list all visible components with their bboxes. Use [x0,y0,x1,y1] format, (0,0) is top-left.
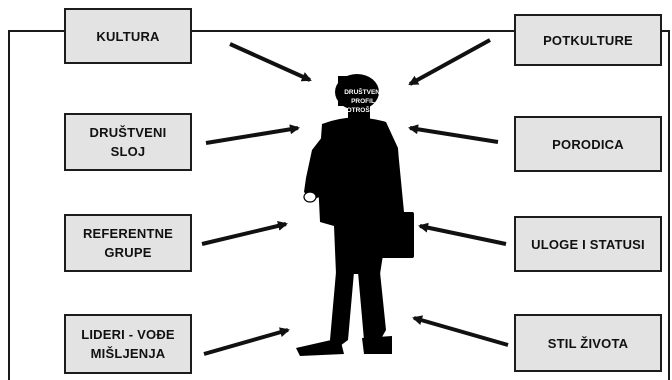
hand-icon [303,191,317,203]
box-lideri-vode-misljenja: LIDERI - VOĐE MIŠLJENJA [64,314,192,374]
arrow-lideri [203,327,290,356]
arrow-potkulture [408,38,491,86]
arrow-porodica [408,124,499,144]
arrow-drustveni-sloj [205,124,300,145]
diagram-frame [8,30,670,380]
box-uloge-i-statusi: ULOGE I STATUSI [514,216,662,272]
arrow-kultura [229,42,312,82]
box-stil-zivota: STIL ŽIVOTA [514,314,662,372]
box-drustveni-sloj: DRUŠTVENI SLOJ [64,113,192,171]
box-potkulture: POTKULTURE [514,14,662,66]
consumer-silhouette-icon [296,74,414,356]
influence-arrows [201,38,509,356]
box-referentne-grupe: REFERENTNE GRUPE [64,214,192,272]
arrow-referentne-grupe [201,220,288,246]
box-porodica: PORODICA [514,116,662,172]
consumer-profile-label: DRUŠTVENI PROFIL POTROŠAČA [342,89,384,114]
box-kultura: KULTURA [64,8,192,64]
arrow-stil [412,315,509,347]
arrow-uloge [418,222,507,246]
